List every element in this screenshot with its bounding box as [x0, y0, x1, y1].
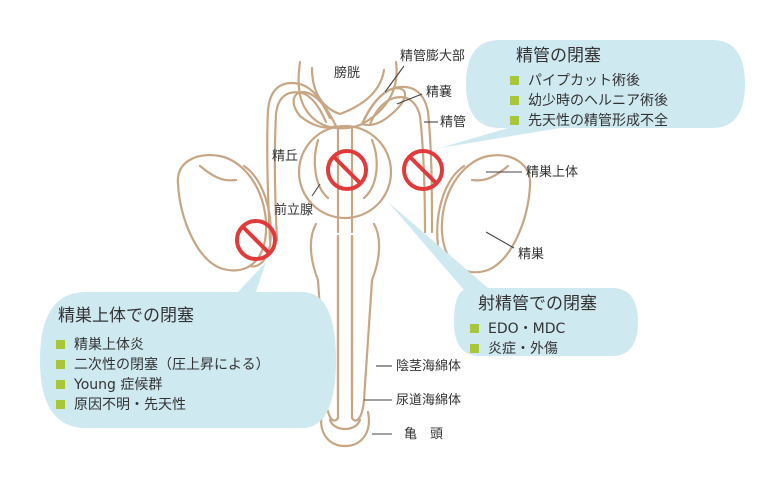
label-corpus-spongiosum: 尿道海綿体 — [396, 393, 462, 408]
corpus-cavernosum-right — [350, 222, 381, 422]
list-item: 精巣上体炎 — [56, 338, 270, 352]
label-corpus-cavernosum: 陰茎海綿体 — [396, 359, 462, 374]
bladder-outline — [297, 60, 398, 130]
left-epididymis — [242, 164, 272, 268]
bubble-ejaculatory-occlusion-shape — [388, 202, 638, 356]
bubble-epididymal-title: 精巣上体での閉塞 — [58, 306, 194, 326]
list-item: 二次性の閉塞（圧上昇による） — [56, 358, 270, 372]
right-seminal-vesicle — [360, 86, 407, 127]
list-item: 先天性の精管形成不全 — [510, 114, 668, 128]
list-item: 原因不明・先天性 — [56, 398, 270, 412]
bubble-ejaculatory-list: EDO・MDC 炎症・外傷 — [470, 322, 565, 356]
bubble-vas-list: パイプカット術後 幼少時のヘルニア術後 先天性の精管形成不全 — [510, 74, 668, 128]
left-testis — [176, 154, 268, 272]
label-testis: 精巣 — [518, 247, 545, 262]
corpus-spongiosum — [336, 234, 354, 402]
list-item: パイプカット術後 — [510, 74, 668, 88]
bubble-ejaculatory-title: 射精管での閉塞 — [478, 294, 597, 314]
list-item: Young 症候群 — [56, 378, 270, 392]
left-seminal-vesicle — [292, 90, 338, 129]
glans-outline — [320, 410, 370, 448]
bubble-epididymal-occlusion-shape — [40, 262, 336, 428]
left-vas-deferens — [266, 81, 332, 242]
label-bladder: 膀胱 — [334, 66, 361, 81]
label-ampulla: 精管膨大部 — [400, 49, 466, 64]
bubble-vas-title: 精管の閉塞 — [516, 46, 601, 66]
prostate-outline — [297, 124, 393, 220]
no-entry-icon — [235, 219, 277, 261]
no-entry-icon — [402, 149, 444, 191]
label-epididymis: 精巣上体 — [526, 165, 579, 180]
list-item: 炎症・外傷 — [470, 342, 565, 356]
label-glans: 亀 頭 — [404, 427, 444, 442]
bubble-epididymal-list: 精巣上体炎 二次性の閉塞（圧上昇による） Young 症候群 原因不明・先天性 — [56, 338, 270, 412]
label-vas-deferens: 精管 — [440, 115, 467, 130]
label-seminal-vesicle: 精嚢 — [426, 85, 453, 100]
label-verumontanum: 精丘 — [272, 149, 299, 164]
right-testis — [440, 154, 532, 274]
list-item: 幼少時のヘルニア術後 — [510, 94, 668, 108]
list-item: EDO・MDC — [470, 322, 565, 336]
no-entry-icon — [326, 149, 368, 191]
leader-lines — [311, 65, 522, 435]
label-prostate: 前立腺 — [274, 203, 314, 218]
